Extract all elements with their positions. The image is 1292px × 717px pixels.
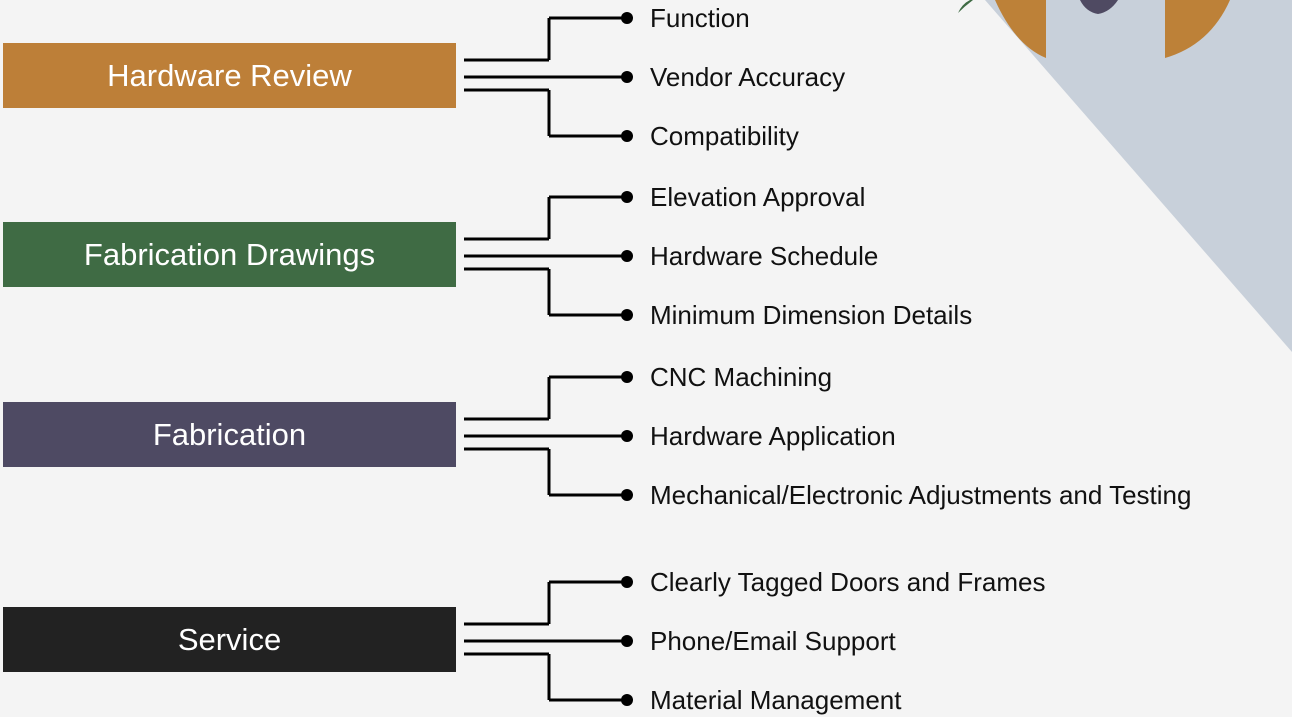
category-label: Fabrication Drawings <box>83 236 376 272</box>
item-label: Minimum Dimension Details <box>650 300 973 330</box>
item-label: Phone/Email Support <box>650 626 896 656</box>
connector-dot <box>621 12 633 24</box>
item-label: Elevation Approval <box>650 182 866 212</box>
item-label: CNC Machining <box>650 362 833 392</box>
connector-dot <box>621 309 633 321</box>
item-label: Clearly Tagged Doors and Frames <box>650 567 1046 597</box>
category-label: Service <box>177 621 282 657</box>
connector-dot <box>621 635 633 647</box>
connector-dot <box>621 576 633 588</box>
connector-dot <box>621 191 633 203</box>
connector-dot <box>621 694 633 706</box>
connector-dot <box>621 371 633 383</box>
item-label: Compatibility <box>650 121 799 151</box>
category-box-hardware-review: Hardware Review <box>3 43 456 108</box>
category-label: Fabrication <box>152 416 307 452</box>
item-label: Hardware Application <box>650 421 896 451</box>
decor-ring-right <box>1165 0 1230 58</box>
connector-dot <box>621 130 633 142</box>
decor-ring-inner <box>1080 0 1118 14</box>
decor-diagonal-panel <box>985 0 1292 352</box>
item-label: Material Management <box>650 685 902 715</box>
item-label: Function <box>650 3 750 33</box>
connector-dot <box>621 250 633 262</box>
category-box-fabrication-drawings: Fabrication Drawings <box>3 222 456 287</box>
connector-dot <box>621 489 633 501</box>
item-label: Hardware Schedule <box>650 241 879 271</box>
item-label: Vendor Accuracy <box>650 62 846 92</box>
category-box-fabrication: Fabrication <box>3 402 456 467</box>
connector-dot <box>621 71 633 83</box>
connector-dot <box>621 430 633 442</box>
category-label: Hardware Review <box>107 57 352 93</box>
decor-ring-left <box>995 0 1046 58</box>
item-label: Mechanical/Electronic Adjustments and Te… <box>650 480 1192 510</box>
category-box-service: Service <box>3 607 456 672</box>
